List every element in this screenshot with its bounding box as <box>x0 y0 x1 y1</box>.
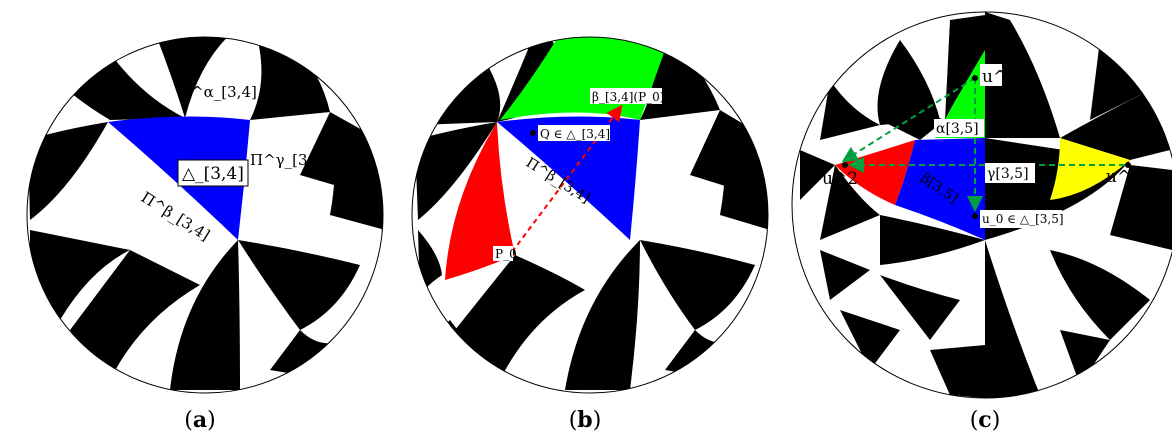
label-p0: P_0 <box>495 247 517 261</box>
point-u2 <box>842 162 848 168</box>
region-yellow-c <box>1050 138 1130 200</box>
label-alpha: α[3,5] <box>936 121 979 137</box>
label-beta-p0-box <box>590 88 662 104</box>
point-q <box>530 130 536 136</box>
point-u0 <box>972 213 978 219</box>
panel-a: Π^α_[3,4] △_[3,4] Π^γ_[3,4] Π^β_[3,4] (a… <box>26 36 384 433</box>
label-gamma-box <box>985 163 1035 183</box>
region-red-b <box>445 122 515 280</box>
point-u3 <box>972 75 978 81</box>
label-q: Q ∈ △_[3,4] <box>540 127 610 141</box>
label-triangle-box <box>177 159 249 187</box>
label-q-box <box>538 125 610 141</box>
panel-b: β_[3,4](P_0) Q ∈ △_[3,4] Π^β_[3,4] P_0 (… <box>411 36 769 433</box>
region-red-c <box>835 140 915 205</box>
arrow-p0-to-beta <box>511 104 623 253</box>
label-alpha-box <box>934 119 984 137</box>
caption-c: (c) <box>970 407 1001 433</box>
label-pi-alpha: Π^α_[3,4] <box>178 83 257 101</box>
arrow-u3-to-u2 <box>841 77 976 163</box>
point-u1 <box>1125 162 1131 168</box>
sphere-c <box>792 12 1172 398</box>
label-beta-p0: β_[3,4](P_0) <box>592 90 664 104</box>
panel-c: u^3 α[3,5] u^2 γ[3,5] u^1 β[3,5] u_0 ∈ △… <box>791 11 1172 433</box>
sphere-b <box>412 37 768 393</box>
label-u3: u^3 <box>982 67 1018 87</box>
label-gamma: γ[3,5] <box>987 166 1029 182</box>
label-u0: u_0 ∈ △_[3,5] <box>982 212 1064 226</box>
label-u0-box <box>980 210 1062 228</box>
label-u2: u^2 <box>822 169 858 189</box>
label-p0-box <box>493 246 513 261</box>
label-pi-gamma: Π^γ_[3,4] <box>250 151 328 169</box>
sphere-a <box>27 37 383 393</box>
caption-b: (b) <box>569 407 602 433</box>
caption-a: (a) <box>184 407 215 433</box>
triangle-3-5 <box>895 138 985 240</box>
region-green-c <box>935 50 985 138</box>
label-u1: u^1 <box>1106 167 1142 187</box>
label-triangle: △_[3,4] <box>182 164 244 184</box>
label-u3-box <box>980 64 1002 86</box>
